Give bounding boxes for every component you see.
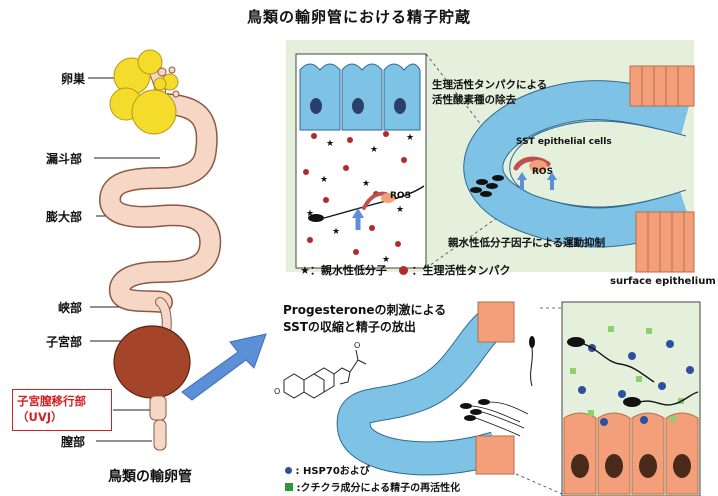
legend-hsp70-text: : HSP70および: [295, 466, 369, 477]
sst-cells-label: SST epithelial cells: [516, 137, 612, 147]
surface-epithelium-label: surface epithelium: [610, 276, 716, 287]
svg-text:★: ★: [396, 205, 404, 215]
uvj-highlight-box: 子宮膣移行部 （UVJ）: [12, 389, 112, 431]
label-infundibulum: 漏斗部: [46, 150, 82, 167]
label-uvj-abbr: （UVJ）: [17, 409, 107, 425]
legend-green-square-icon: [285, 483, 293, 491]
label-ovary: 卵巣: [61, 70, 85, 87]
legend-cuticle: :クチクラ成分による精子の再活性化: [285, 479, 460, 494]
ros-removal-line2: 活性酸素種の除去: [432, 93, 547, 108]
label-magnum: 膨大部: [46, 208, 82, 225]
svg-text:O: O: [274, 387, 280, 396]
ros-label-zoom: ROS: [390, 191, 411, 201]
legend-hsp70: : HSP70および: [285, 462, 370, 477]
svg-text:★: ★: [326, 139, 334, 149]
motility-suppression-text: 親水性低分子因子による運動抑制: [448, 236, 605, 251]
upper-legend: ★：親水性低分子 ：生理活性タンパク: [300, 262, 511, 278]
progesterone-line2: SSTの収縮と精子の放出: [283, 319, 446, 336]
svg-text:★: ★: [370, 145, 378, 155]
svg-text:O: O: [354, 341, 360, 350]
label-isthmus: 峡部: [58, 299, 82, 316]
legend-dot-text: ：生理活性タンパク: [412, 264, 511, 277]
svg-text:★: ★: [332, 227, 340, 237]
legend-red-dot-icon: [399, 266, 408, 275]
ros-removal-text: 生理活性タンパクによる 活性酸素種の除去: [432, 78, 547, 108]
legend-star-text: ★：親水性低分子: [300, 264, 387, 277]
svg-text:★: ★: [406, 133, 414, 143]
svg-text:★: ★: [320, 175, 328, 185]
ros-removal-line1: 生理活性タンパクによる: [432, 78, 547, 93]
progesterone-text: Progesteroneの刺激による SSTの収縮と精子の放出: [283, 302, 446, 336]
progesterone-line1: Progesteroneの刺激による: [283, 302, 446, 319]
legend-blue-dot-icon: [285, 467, 292, 474]
oviduct-caption: 鳥類の輸卵管: [108, 466, 192, 486]
legend-cuticle-text: :クチクラ成分による精子の再活性化: [296, 483, 460, 494]
label-uvj: 子宮膣移行部: [17, 393, 107, 409]
label-uterus: 子宮部: [46, 333, 82, 350]
svg-text:★: ★: [362, 179, 370, 189]
label-vagina: 膣部: [61, 433, 85, 450]
